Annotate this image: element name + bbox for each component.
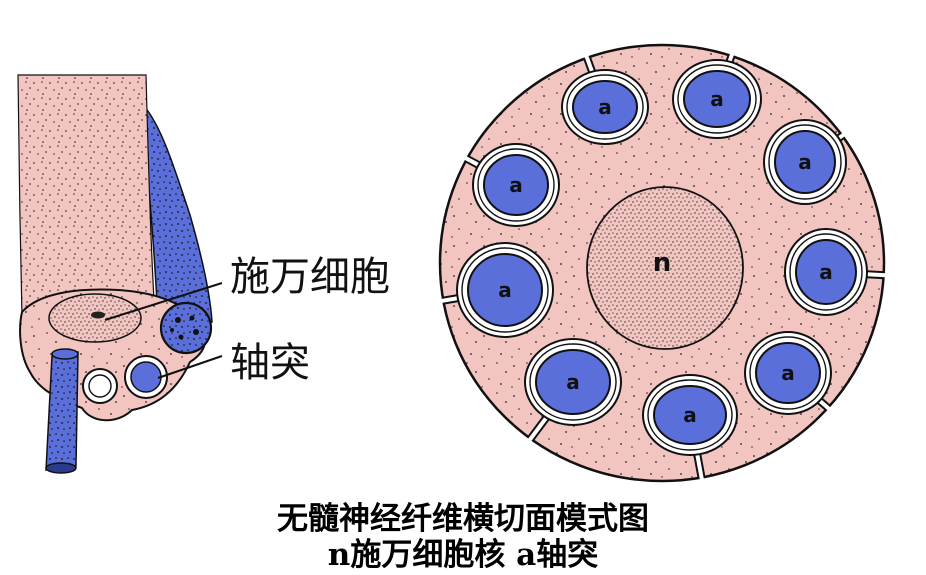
axon-core <box>653 385 727 445</box>
axon-letter: a <box>798 150 812 174</box>
caption-title: 无髓神经纤维横切面模式图 <box>277 501 649 537</box>
embedded-axon <box>124 355 168 399</box>
axon: a <box>472 143 560 227</box>
axon: a <box>744 331 832 415</box>
axon-letter: a <box>566 370 580 394</box>
axon-core <box>483 154 549 216</box>
axon-core <box>683 70 751 128</box>
axon-letter: a <box>598 95 612 119</box>
axon-letter: a <box>683 403 697 427</box>
axon-letter: a <box>819 260 833 284</box>
cross-section: n a a a a a a a a a <box>438 43 888 483</box>
axon-core <box>774 130 836 194</box>
axon: a <box>456 242 554 338</box>
schwann-nucleus <box>586 186 744 350</box>
axon: a <box>672 59 762 139</box>
axon-letter: a <box>781 361 795 385</box>
side-axon-end <box>159 301 213 355</box>
axon-letter: a <box>498 278 512 302</box>
axons: a a a a a a a a a <box>456 59 868 456</box>
axon: a <box>763 119 847 205</box>
axon-pointer <box>157 355 223 379</box>
axon-core <box>795 239 857 305</box>
embedded-axon-empty <box>82 368 118 404</box>
axon-core <box>535 349 611 415</box>
caption-legend: n施万细胞核 a轴突 <box>328 537 598 573</box>
protruding-axon-rod <box>45 348 79 474</box>
fiber-3d-view: 施万细胞 轴突 <box>17 74 390 474</box>
schwann-cell-label: 施万细胞 <box>230 254 390 300</box>
schwann-cell-pointer <box>104 282 223 321</box>
axon-core <box>755 342 821 404</box>
axon-core <box>467 253 543 327</box>
schwann-cell-body <box>17 74 155 319</box>
nucleolus-dot <box>91 311 105 319</box>
axon-letter: a <box>509 173 523 197</box>
axon: a <box>642 374 738 456</box>
axon: a <box>784 228 868 316</box>
nucleus-label: n <box>653 248 672 278</box>
axon-letter: a <box>710 87 724 111</box>
axon: a <box>524 338 622 426</box>
axon-label: 轴突 <box>230 340 310 386</box>
axon-core <box>572 80 638 134</box>
axon: a <box>561 69 649 145</box>
